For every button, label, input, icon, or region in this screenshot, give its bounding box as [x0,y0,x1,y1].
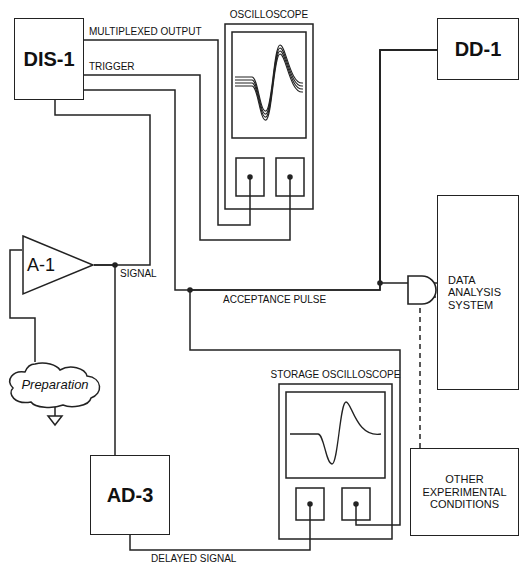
signal-wire [380,50,437,283]
and-gate [408,276,436,304]
oscilloscope-box: STORAGE OSCILLOSCOPE [278,368,393,540]
node-label: OTHER EXPERIMENTAL CONDITIONS [417,473,512,511]
process-box: OTHER EXPERIMENTAL CONDITIONS [410,448,519,536]
node-label: DATA ANALYSIS SYSTEM [448,274,512,312]
wire-label: DELAYED SIGNAL [150,553,237,565]
node-label: DIS-1 [23,48,74,71]
node-label: DD-1 [455,38,502,61]
node-label: AD-3 [107,484,154,507]
junction-dots [112,262,383,293]
signal-wire [94,265,115,455]
oscilloscope-box-outline [224,8,314,210]
oscilloscope-box-outline [278,368,393,540]
process-box: DATA ANALYSIS SYSTEM [437,195,519,390]
signal-wire [420,297,437,448]
node-label: STORAGE OSCILLOSCOPE [271,369,401,381]
wire-label: SIGNAL [119,268,158,280]
wire-label: ACCEPTANCE PULSE [222,294,327,306]
wire-label: MULTIPLEXED OUTPUT [88,26,203,38]
process-box: DIS-1 [14,18,84,100]
signal-wire [55,100,150,265]
node-label: OSCILLOSCOPE [230,9,308,21]
process-box: AD-3 [90,455,170,535]
node-label: Preparation [21,378,88,393]
oscilloscope-box: OSCILLOSCOPE [224,8,314,210]
process-box: DD-1 [437,18,519,80]
amplifier-triangle: A-1 [22,235,94,295]
node-label: A-1 [27,255,55,276]
wire-label: TRIGGER [88,61,136,73]
preparation-cloud: Preparation [5,362,105,408]
